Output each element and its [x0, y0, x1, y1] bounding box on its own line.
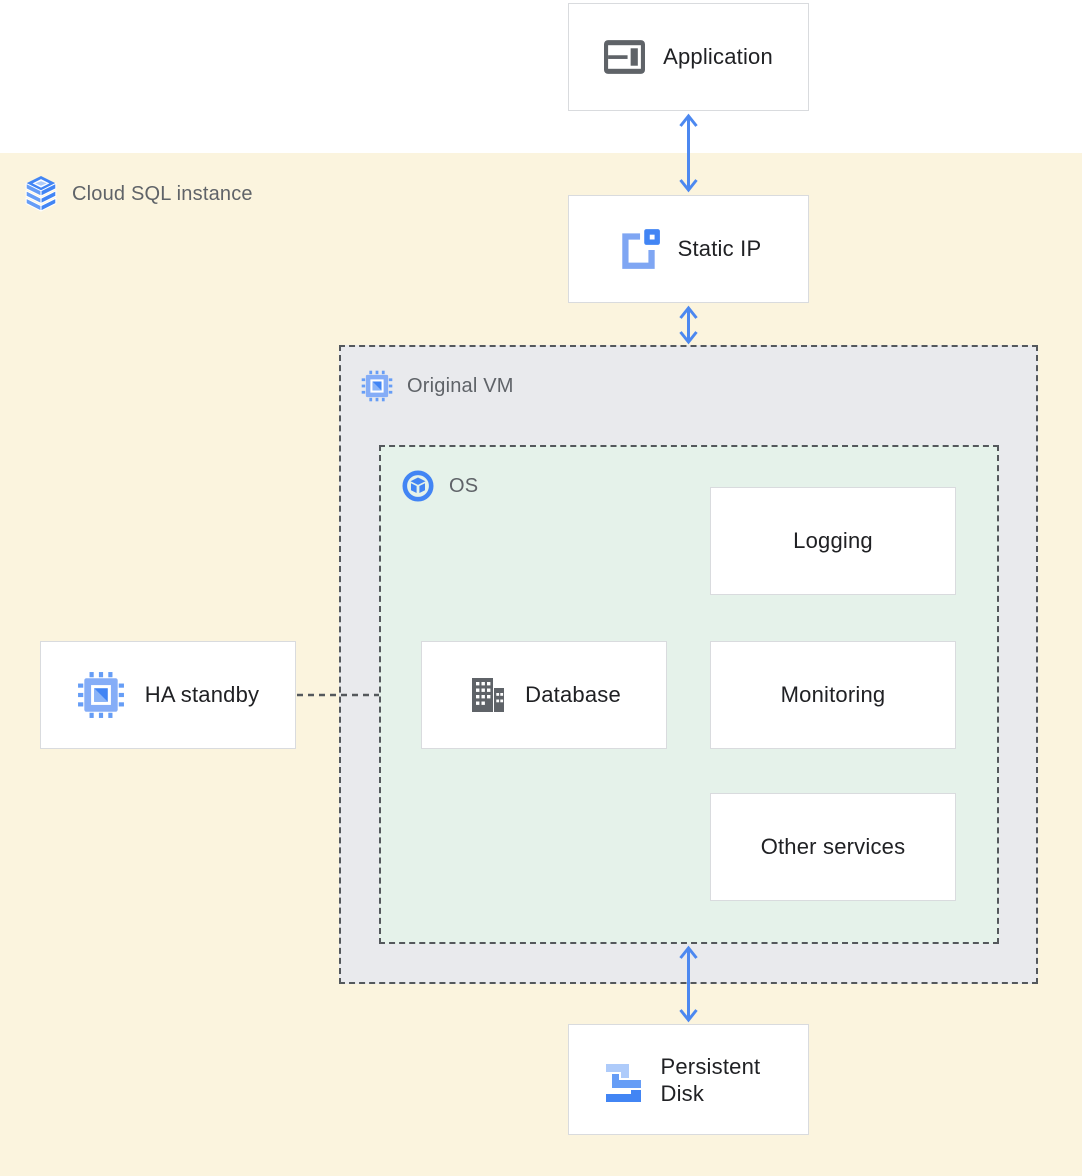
node-ha-standby: HA standby: [40, 641, 296, 749]
node-database: Database: [421, 641, 667, 749]
node-logging: Logging: [710, 487, 956, 595]
node-persistent-disk: Persistent Disk: [568, 1024, 809, 1135]
database-label: Database: [525, 682, 621, 707]
node-other-services: Other services: [710, 793, 956, 901]
node-monitoring: Monitoring: [710, 641, 956, 749]
node-static-ip: Static IP: [568, 195, 809, 303]
compute-engine-icon: [77, 671, 125, 719]
building-icon: [467, 676, 507, 714]
node-application: Application: [568, 3, 809, 111]
persistent-disk-icon: [599, 1057, 645, 1103]
static-ip-label: Static IP: [677, 236, 762, 261]
persistent-disk-label: Persistent Disk: [660, 1053, 761, 1106]
ha-standby-label: HA standby: [144, 682, 260, 707]
os-label: OS: [449, 474, 479, 497]
monitoring-label: Monitoring: [780, 682, 886, 707]
cloud-sql-instance-label: Cloud SQL instance: [72, 182, 253, 205]
cloud-sql-icon: [24, 176, 58, 212]
external-ip-icon: [616, 226, 662, 272]
compute-engine-icon: [361, 370, 393, 402]
logging-label: Logging: [793, 528, 873, 553]
other-services-label: Other services: [760, 834, 906, 859]
application-label: Application: [663, 44, 773, 69]
original-vm-label: Original VM: [407, 374, 514, 397]
cloud-sql-instance-label-group: Cloud SQL instance: [24, 176, 253, 212]
os-label-group: OS: [402, 470, 478, 502]
app-window-icon: [604, 40, 646, 74]
os-image-icon: [402, 470, 434, 502]
original-vm-label-group: Original VM: [361, 370, 514, 402]
